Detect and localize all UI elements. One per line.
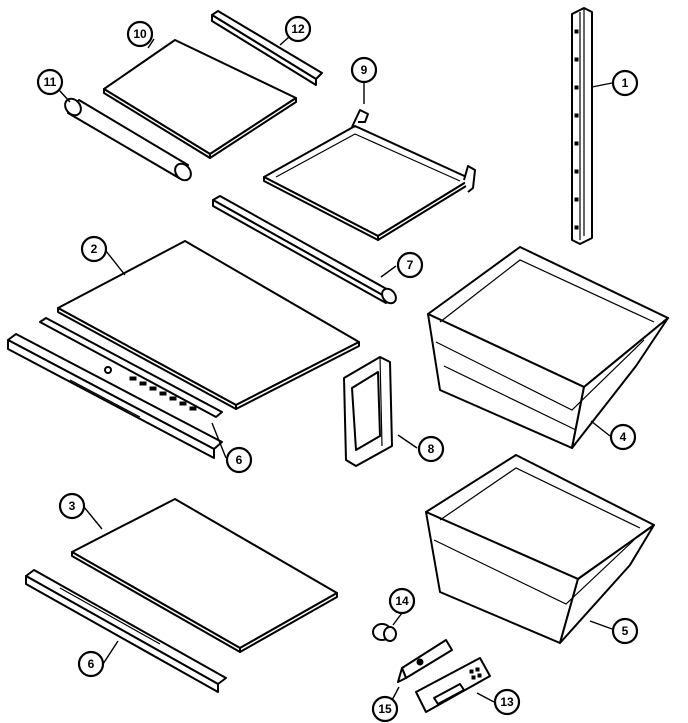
callout-5-label: 5 <box>622 624 629 638</box>
leader-lines <box>58 36 613 705</box>
part-5-drawer <box>425 454 655 644</box>
callout-2-label: 2 <box>91 242 98 256</box>
callout-5: 5 <box>611 617 639 645</box>
part-14-knob <box>372 623 397 642</box>
part-13-plate <box>415 657 491 713</box>
callout-7: 7 <box>396 251 424 279</box>
callout-12: 12 <box>284 15 312 43</box>
callout-13-label: 13 <box>500 695 514 709</box>
callout-6-upper: 6 <box>225 446 253 474</box>
part-9-tray <box>263 109 476 241</box>
callout-11-label: 11 <box>44 75 57 89</box>
part-12-trim <box>211 10 323 86</box>
callout-15-label: 15 <box>378 702 392 716</box>
part-6-upper-trim <box>7 317 223 459</box>
callout-15: 15 <box>371 695 399 723</box>
part-4-drawer <box>427 246 669 449</box>
callout-1: 1 <box>611 69 639 97</box>
part-15-bracket <box>397 639 453 683</box>
callout-6-lower-label: 6 <box>88 657 95 671</box>
part-8-housing <box>343 356 393 467</box>
callout-13: 13 <box>493 688 521 716</box>
callout-12-label: 12 <box>291 22 305 36</box>
callout-4: 4 <box>609 423 637 451</box>
callout-10: 10 <box>126 20 154 48</box>
callout-8: 8 <box>417 435 445 463</box>
callout-1-label: 1 <box>622 76 629 90</box>
part-2-shelf <box>57 240 360 410</box>
callout-14: 14 <box>388 587 416 615</box>
callout-3: 3 <box>58 492 86 520</box>
part-7-trim <box>212 195 397 305</box>
callout-6-upper-label: 6 <box>236 453 243 467</box>
callout-3-label: 3 <box>69 499 76 513</box>
callout-9-label: 9 <box>361 63 368 77</box>
callout-14-label: 14 <box>395 594 409 608</box>
part-1-rail <box>571 7 593 245</box>
part-3-shelf <box>71 498 338 653</box>
callout-8-label: 8 <box>428 442 435 456</box>
callout-4-label: 4 <box>620 430 627 444</box>
part-11-roller <box>64 97 192 182</box>
callout-6-lower: 6 <box>77 650 105 678</box>
callout-9: 9 <box>350 56 378 84</box>
callout-11: 11 <box>36 68 64 96</box>
callout-2: 2 <box>80 235 108 263</box>
callout-7-label: 7 <box>407 258 414 272</box>
part-10-shelf <box>103 39 297 159</box>
part-6-lower-trim <box>25 569 227 693</box>
callout-10-label: 10 <box>133 27 147 41</box>
